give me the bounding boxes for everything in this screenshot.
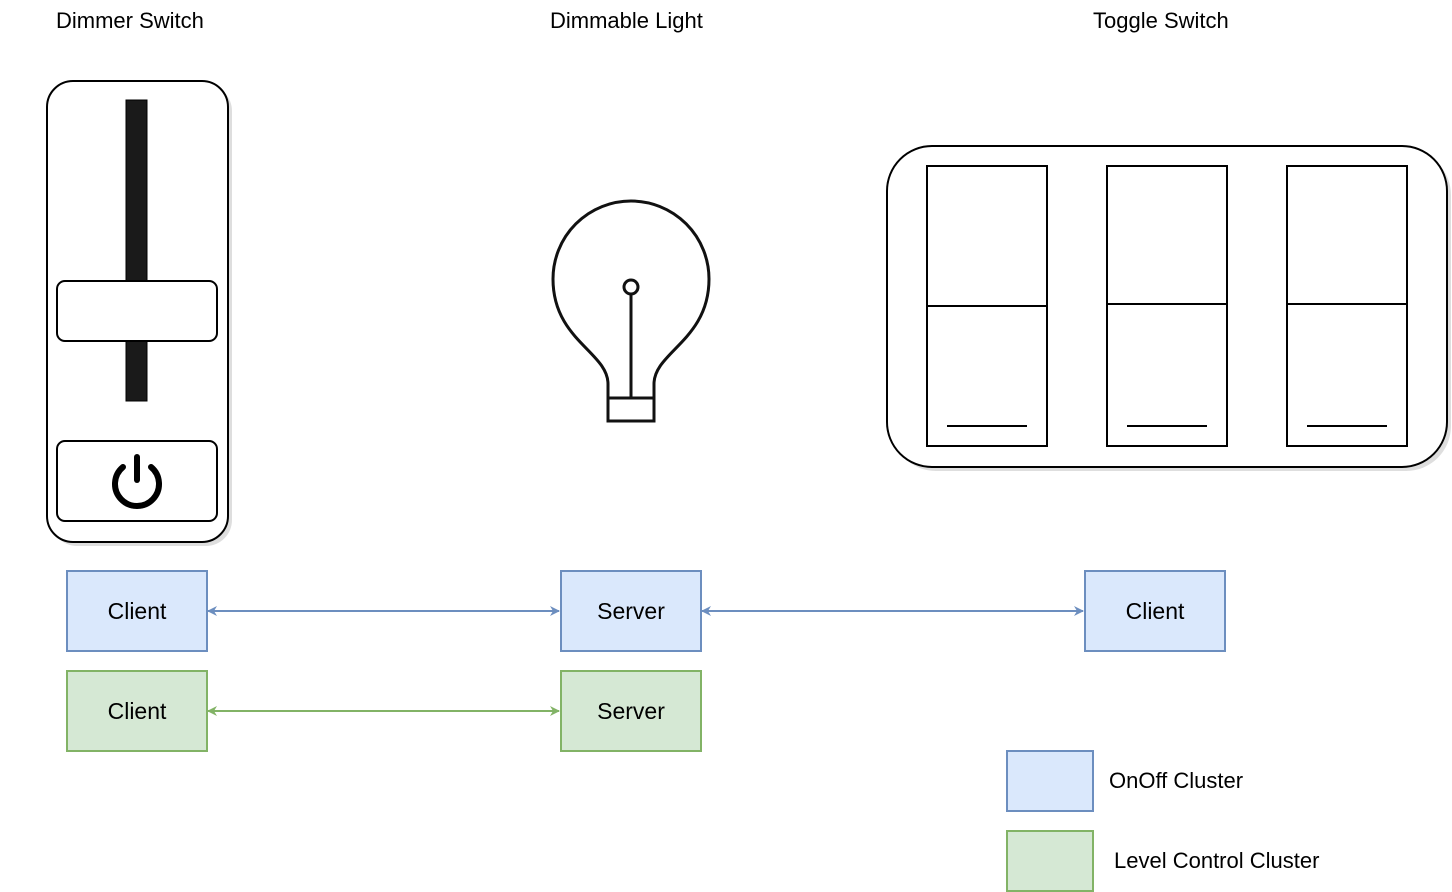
toggle-rocker-1 bbox=[926, 165, 1048, 447]
dimmer-slider-track bbox=[125, 99, 148, 402]
toggle-onoff-client: Client bbox=[1084, 570, 1226, 652]
power-icon bbox=[112, 454, 162, 509]
dimmer-switch-title: Dimmer Switch bbox=[56, 8, 204, 33]
toggle-switch-title: Toggle Switch bbox=[1093, 8, 1229, 33]
light-bulb-icon bbox=[551, 199, 711, 423]
legend-onoff-label: OnOff Cluster bbox=[1109, 768, 1244, 793]
dimmable-light-title: Dimmable Light bbox=[550, 8, 703, 33]
light-onoff-server: Server bbox=[560, 570, 702, 652]
legend-onoff-swatch bbox=[1006, 750, 1094, 812]
dimmer-switch-device bbox=[46, 80, 232, 546]
toggle-switch-device bbox=[886, 145, 1451, 471]
light-level-server: Server bbox=[560, 670, 702, 752]
dimmer-level-client: Client bbox=[66, 670, 208, 752]
legend-level-swatch bbox=[1006, 830, 1094, 892]
legend-level-label: Level Control Cluster bbox=[1114, 848, 1320, 873]
dimmer-onoff-client: Client bbox=[66, 570, 208, 652]
dimmer-slider-handle bbox=[56, 280, 218, 342]
toggle-rocker-2 bbox=[1106, 165, 1228, 447]
toggle-rocker-3 bbox=[1286, 165, 1408, 447]
